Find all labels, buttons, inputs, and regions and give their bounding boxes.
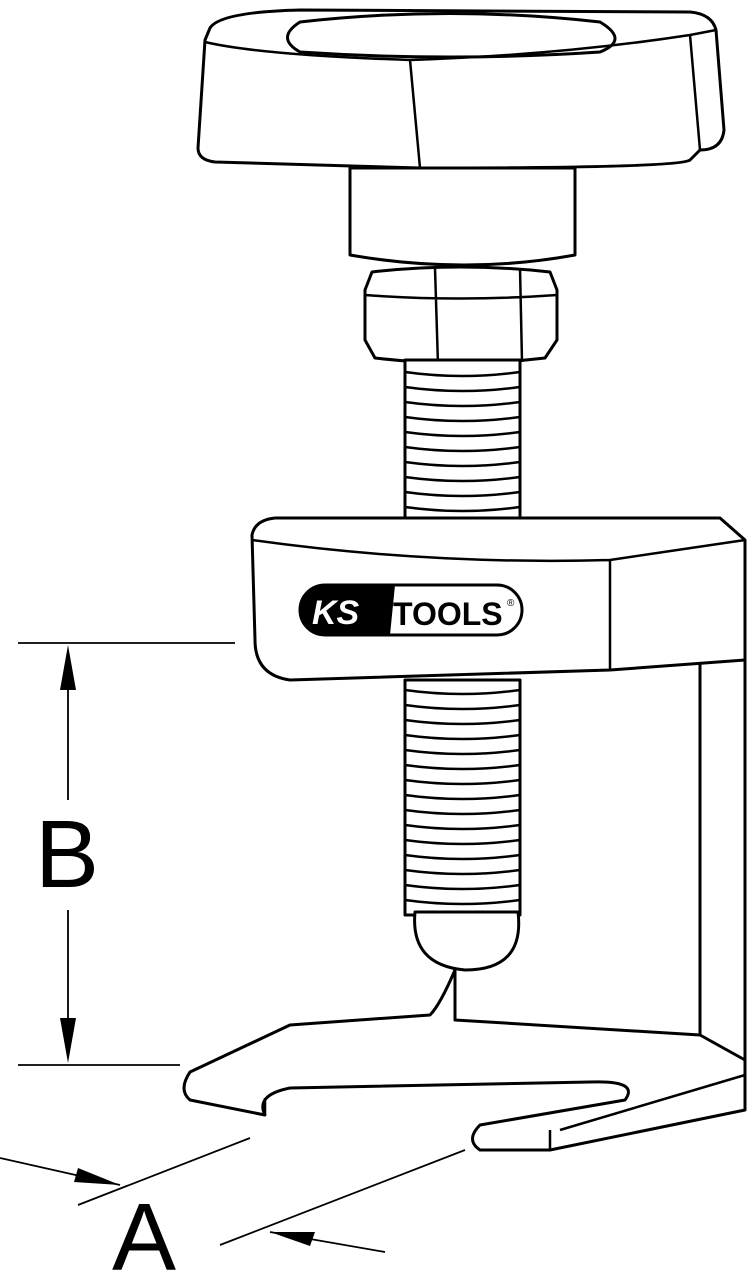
thread-line: [404, 748, 521, 756]
thread-line: [404, 733, 521, 741]
thread-line: [404, 853, 521, 861]
fork-foot: [182, 968, 747, 1152]
hex-nut: [363, 265, 559, 366]
thread-line: [404, 415, 521, 423]
thread-line: [404, 808, 521, 816]
thread-line: [404, 793, 521, 801]
dimension-a: A: [0, 1137, 466, 1273]
thread-line: [404, 370, 521, 378]
thread-line: [404, 778, 521, 786]
registered-mark: ®: [507, 598, 515, 609]
thread-line: [404, 430, 521, 438]
dimension-label-a: A: [112, 1184, 176, 1273]
thread-line: [404, 445, 521, 453]
thread-line: [404, 505, 521, 513]
dimension-label-b: B: [35, 801, 99, 908]
thread-line: [404, 838, 521, 846]
thread-line: [404, 898, 521, 906]
thread-line: [404, 883, 521, 891]
logo-ks-text: KS: [312, 594, 360, 632]
dimension-b: B: [18, 642, 235, 1066]
thread-line: [404, 460, 521, 468]
thread-line: [404, 868, 521, 876]
knob: [196, 8, 726, 170]
thread-line: [404, 718, 521, 726]
thread-line: [404, 823, 521, 831]
threaded-screw-lower: [403, 678, 522, 972]
collar: [348, 166, 577, 267]
thread-line: [404, 400, 521, 408]
thread-line: [404, 763, 521, 771]
thread-line: [404, 385, 521, 393]
logo-tools-text: TOOLS: [393, 596, 503, 632]
thread-line: [404, 703, 521, 711]
brand-logo: KS TOOLS ®: [298, 583, 524, 637]
thread-line: [404, 490, 521, 498]
thread-line: [404, 688, 521, 696]
clamp-body: KS TOOLS ®: [250, 516, 747, 1077]
thread-line: [404, 475, 521, 483]
